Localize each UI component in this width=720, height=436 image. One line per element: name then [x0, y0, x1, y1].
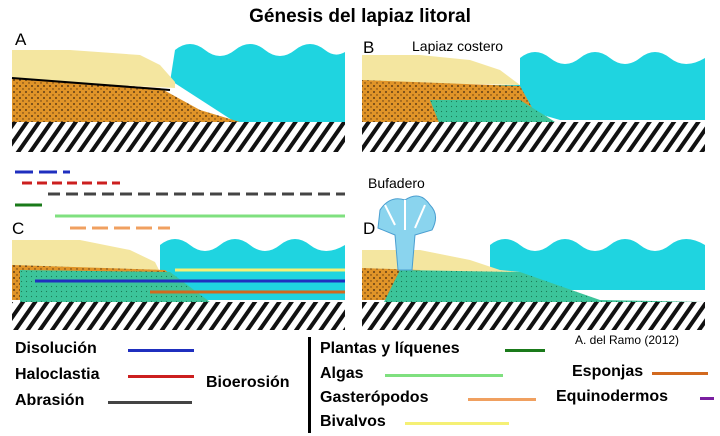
legend-bivalvos-swatch: [405, 422, 509, 425]
panel-d-waves: [490, 239, 705, 290]
process-timeline-bars: [15, 170, 345, 294]
page-title: Génesis del lapiaz litoral: [249, 6, 471, 27]
legend-gasteropodos-swatch: [468, 398, 536, 401]
note-lapiaz-costero: Lapiaz costero: [412, 38, 504, 54]
panel-b-scene: [362, 52, 705, 152]
legend-equinodermos-swatch: [700, 397, 714, 400]
legend-bioerosion-bracket: [308, 337, 311, 433]
panel-c-cliff-top: [12, 240, 160, 272]
legend-haloclastia-label: Haloclastia: [15, 366, 100, 383]
legend-algas-label: Algas: [320, 365, 364, 382]
panel-a-waves: [170, 44, 345, 82]
panel-c-bedrock: [12, 302, 345, 330]
note-bufadero: Bufadero: [368, 175, 425, 191]
panel-c-scene: [12, 239, 345, 330]
panel-label-d: D: [363, 219, 376, 238]
panel-a-rock: [12, 78, 240, 122]
legend-gasteropodos-label: Gasterópodos: [320, 389, 429, 406]
credit: A. del Ramo (2012): [575, 333, 680, 347]
panel-a-bedrock: [12, 122, 345, 152]
legend-algas-swatch: [385, 374, 503, 377]
panel-b-algae-zone: [430, 100, 560, 125]
panel-d-scene: [362, 239, 705, 330]
legend-esponjas-swatch: [652, 372, 708, 375]
legend-esponjas-label: Esponjas: [572, 363, 644, 380]
panel-a-stratum-line: [11, 77, 171, 91]
panel-d-algae-zone: [380, 270, 705, 310]
legend-abrasion-swatch: [108, 401, 192, 404]
blowhole-spray: [377, 195, 436, 271]
legend-bivalvos-label: Bivalvos: [320, 413, 386, 430]
panel-label-c: C: [12, 219, 25, 238]
legend-haloclastia-swatch: [128, 375, 194, 378]
panel-a-scene: [11, 44, 345, 152]
legend-equinodermos-label: Equinodermos: [556, 388, 669, 405]
panel-b-waves: [520, 52, 705, 88]
panel-b-bedrock: [362, 122, 705, 152]
legend-disolucion-swatch: [128, 349, 194, 352]
panel-a-cliff-top: [12, 50, 175, 88]
legend-bioerosion-label: Bioerosión: [206, 374, 290, 391]
panel-a-sea: [170, 80, 345, 122]
panel-b-cliff-top: [362, 55, 520, 85]
legend-disolucion-label: Disolución: [15, 340, 97, 357]
panel-d-bedrock: [362, 302, 705, 330]
legend-abrasion-label: Abrasión: [15, 392, 85, 409]
panel-label-b: B: [363, 38, 375, 57]
legend-plantas-label: Plantas y líquenes: [320, 340, 460, 357]
legend-plantas-swatch: [505, 349, 545, 352]
panel-label-a: A: [15, 30, 27, 49]
